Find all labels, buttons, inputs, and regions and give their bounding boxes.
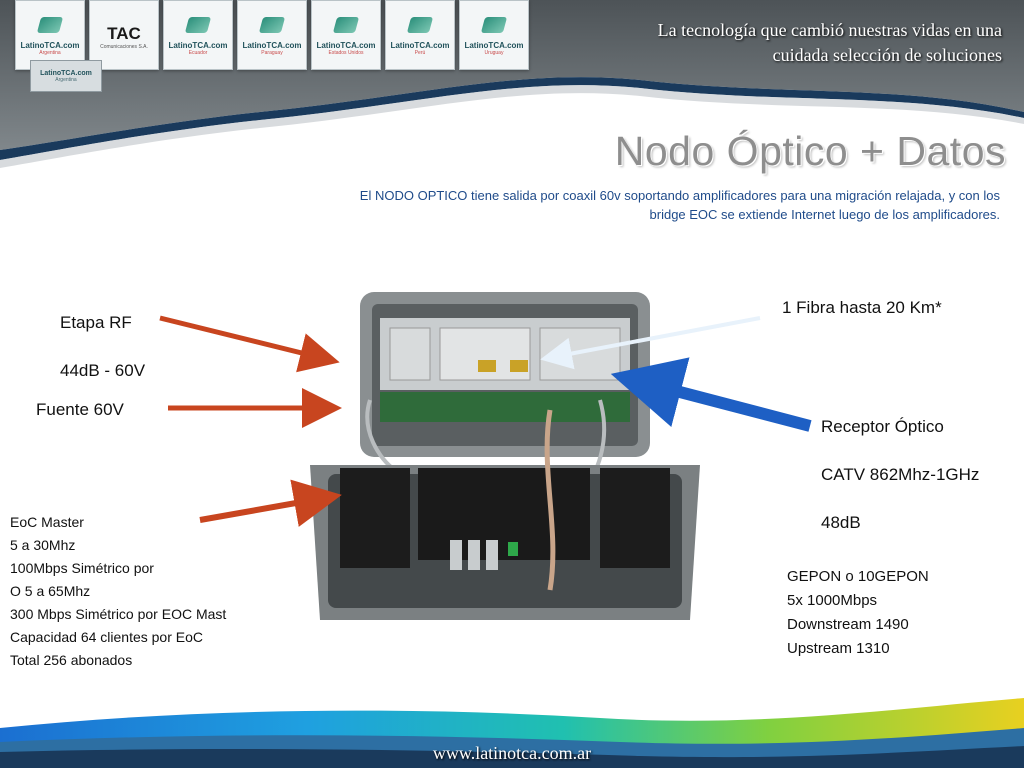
label-line: 300 Mbps Simétrico por EOC Mast	[10, 606, 227, 622]
label-line: 44dB - 60V	[60, 361, 146, 380]
fiber-connector	[478, 360, 496, 372]
logo-tile: LatinoTCA.com Paraguay	[237, 0, 307, 70]
header-banner: LatinoTCA.com Argentina TAC Comunicacion…	[0, 0, 1024, 170]
ethernet-cable	[450, 540, 462, 570]
gepon-olt-unit	[418, 468, 590, 560]
description-line: El NODO OPTICO tiene salida por coaxil 6…	[359, 188, 1000, 203]
logo-tile: LatinoTCA.com Uruguay	[459, 0, 529, 70]
tagline-line: cuidada selección de soluciones	[772, 45, 1002, 65]
label-line: 100Mbps Simétrico por	[10, 560, 154, 576]
eoc-master-module	[340, 468, 410, 568]
label-line: Etapa RF	[60, 313, 132, 332]
label-etapa-rf: Etapa RF 44dB - 60V	[60, 287, 145, 407]
logo-wordmark: LatinoTCA.com	[464, 40, 524, 50]
label-line: Receptor Óptico	[821, 417, 944, 436]
footer-banner: www.latinotca.com.ar	[0, 698, 1024, 768]
label-line: Upstream 1310	[787, 640, 890, 657]
logo-subtitle: Perú	[414, 49, 426, 56]
fiber-port	[508, 542, 518, 556]
label-line: Downstream 1490	[787, 616, 909, 633]
logo-subtitle: Argentina	[39, 49, 61, 56]
logo-wordmark: LatinoTCA.com	[316, 40, 376, 50]
rf-compartment	[389, 327, 431, 381]
tagline-line: La tecnología que cambió nuestras vidas …	[657, 20, 1002, 40]
label-eoc-master: EoC Master 5 a 30Mhz 100Mbps Simétrico p…	[10, 511, 226, 672]
label-line: Total 256 abonados	[10, 652, 133, 668]
logo-tile-secondary: LatinoTCA.com Argentina	[30, 60, 102, 92]
logo-wordmark: LatinoTCA.com	[168, 40, 228, 50]
label-fibra: 1 Fibra hasta 20 Km*	[782, 298, 942, 317]
label-gepon: GEPON o 10GEPON 5x 1000Mbps Downstream 1…	[787, 565, 929, 661]
label-receptor-optico: Receptor Óptico CATV 862Mhz-1GHz 48dB	[821, 391, 979, 559]
logo-wordmark: LatinoTCA.com	[390, 40, 450, 50]
slide-title: Nodo Óptico + Datos	[614, 128, 1006, 174]
logo-tile: TAC Comunicaciones S.A.	[89, 0, 159, 70]
logo-subtitle: Paraguay	[261, 49, 283, 56]
tac-logo-icon: TAC	[107, 24, 141, 43]
ethernet-cable	[486, 540, 498, 570]
fiber-cable	[544, 409, 556, 591]
partner-logos: LatinoTCA.com Argentina TAC Comunicacion…	[15, 0, 529, 70]
logo-wordmark: LatinoTCA.com	[40, 69, 92, 77]
logo-tile: LatinoTCA.com Estados Unidos	[311, 0, 381, 70]
arrow-eoc	[199, 479, 342, 527]
logo-tile: LatinoTCA.com Ecuador	[163, 0, 233, 70]
logo-subtitle: Uruguay	[484, 49, 504, 56]
logo-wordmark: LatinoTCA.com	[242, 40, 302, 50]
rf-compartment	[539, 327, 621, 381]
logo-tile: LatinoTCA.com Perú	[385, 0, 455, 70]
logo-wordmark: LatinoTCA.com	[20, 40, 80, 50]
logo-subtitle: Ecuador	[188, 49, 208, 56]
label-line: 48dB	[821, 513, 861, 532]
label-fuente: Fuente 60V	[36, 400, 124, 419]
label-line: 5x 1000Mbps	[787, 592, 878, 609]
arrow-receptor	[610, 357, 812, 432]
power-supply-board	[380, 392, 630, 422]
eoc-master-module	[600, 468, 670, 568]
label-line: Capacidad 64 clientes por EoC	[10, 629, 204, 645]
logo-subtitle: Comunicaciones S.A.	[100, 44, 148, 50]
fiber-connector	[510, 360, 528, 372]
footer-wave-background	[0, 698, 1024, 768]
label-line: GEPON o 10GEPON	[787, 568, 929, 585]
description-line: bridge EOC se extiende Internet luego de…	[649, 207, 1000, 222]
label-line: O 5 a 65Mhz	[10, 583, 91, 599]
slide-description: El NODO OPTICO tiene salida por coaxil 6…	[240, 186, 1000, 224]
label-line: 5 a 30Mhz	[10, 537, 76, 553]
arrow-fibra	[540, 316, 761, 370]
header-tagline: La tecnología que cambió nuestras vidas …	[532, 18, 1002, 68]
label-line: EoC Master	[10, 514, 84, 530]
label-line: CATV 862Mhz-1GHz	[821, 465, 980, 484]
logo-subtitle: Argentina	[55, 76, 77, 83]
logo-subtitle: Estados Unidos	[328, 49, 364, 56]
optical-node-device	[310, 292, 700, 620]
footer-website-link[interactable]: www.latinotca.com.ar	[432, 743, 592, 763]
ethernet-cable	[468, 540, 480, 570]
logo-tile: LatinoTCA.com Argentina	[15, 0, 85, 70]
arrow-etapa-rf	[159, 315, 340, 373]
